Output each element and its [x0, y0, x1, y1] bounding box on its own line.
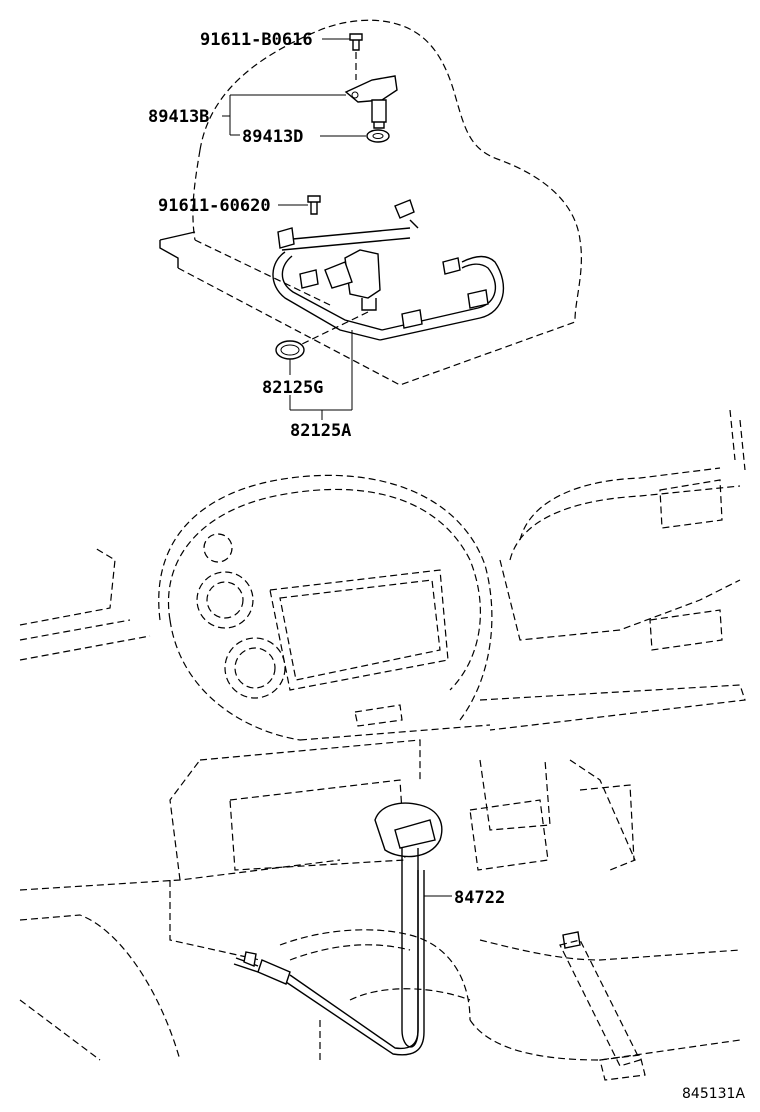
diagram-reference-code: 845131A [682, 1086, 745, 1102]
label-bolt-b0616: 91611-B0616 [200, 30, 313, 50]
bolt-60620-part [307, 195, 321, 215]
dashboard-outline [19, 409, 746, 1081]
label-bolt-60620: 91611-60620 [158, 196, 271, 216]
speed-sensor-89413b-part [344, 75, 398, 129]
label-washer-89413d: 89413D [242, 127, 303, 147]
label-o-ring-82125g: 82125G [262, 378, 323, 398]
label-cable-84722: 84722 [454, 888, 505, 908]
label-sensor-89413b: 89413B [148, 107, 209, 127]
o-ring-82125g-part [275, 340, 305, 360]
transmission-housing [159, 19, 582, 386]
wire-harness-82125a-part [272, 199, 505, 346]
label-harness-82125a: 82125A [290, 421, 351, 441]
washer-89413d-part [366, 129, 390, 143]
shift-lock-cable-84722-part [233, 870, 425, 1056]
bolt-b0616-part [349, 33, 363, 80]
leader-lines-upper [222, 38, 366, 420]
